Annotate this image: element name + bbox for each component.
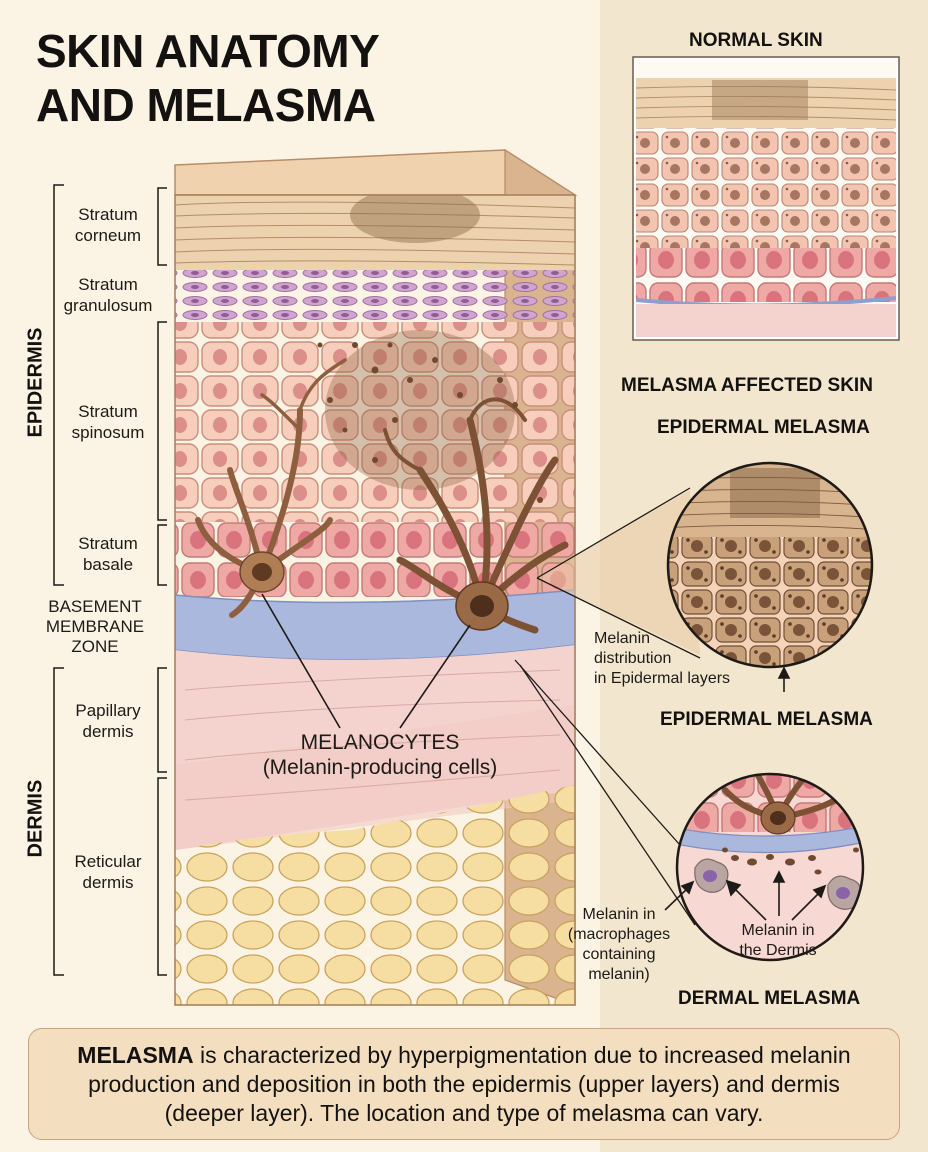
epidermal-melasma-circle bbox=[666, 461, 874, 669]
fat-layer bbox=[175, 785, 575, 1005]
dermal-melasma-caption: DERMAL MELASMA bbox=[678, 988, 861, 1009]
melanocyte-pointer-right bbox=[399, 624, 471, 729]
section-brackets bbox=[53, 184, 167, 976]
summary-bold-term: MELASMA bbox=[77, 1042, 194, 1068]
melanocyte-right bbox=[383, 397, 569, 634]
spinosum-pigment-patch bbox=[325, 330, 515, 490]
annotation-arrows bbox=[664, 666, 827, 921]
macrophage-melanin-note: Melanin in (macrophages containing melan… bbox=[567, 906, 671, 983]
melanocyte-pointer-left bbox=[261, 593, 341, 729]
basement-membrane-label: BASEMENT MEMBRANE ZONE bbox=[45, 597, 145, 656]
melanocytes-label: MELANOCYTES (Melanin-producing cells) bbox=[262, 731, 498, 779]
papillary-dermis-label: Papillary dermis bbox=[75, 701, 141, 741]
epidermal-zoom-line-top bbox=[536, 487, 691, 579]
block-front-outline bbox=[174, 194, 576, 1006]
summary-text: is characterized by hyperpigmentation du… bbox=[88, 1042, 851, 1126]
corneum-lines bbox=[175, 201, 575, 266]
epidermal-melasma-caption: EPIDERMAL MELASMA bbox=[660, 709, 873, 730]
melanocyte-left bbox=[195, 358, 347, 618]
reticular-dermis-label: Reticular dermis bbox=[74, 852, 142, 892]
melasma-affected-skin-title: MELASMA AFFECTED SKIN bbox=[621, 375, 873, 396]
stratum-granulosum-layer bbox=[175, 270, 575, 322]
normal-skin-illustration bbox=[636, 60, 896, 337]
melanin-granules bbox=[317, 342, 543, 503]
dermis-fibers bbox=[184, 669, 561, 801]
dermis-melanin-note: Melanin in the Dermis bbox=[739, 922, 817, 959]
dermal-zoom-line-bottom bbox=[519, 664, 696, 926]
epidermal-zoom-line-bottom bbox=[536, 577, 701, 659]
stratum-corneum-label: Stratum corneum bbox=[74, 205, 142, 245]
stratum-granulosum-label: Stratum granulosum bbox=[63, 275, 153, 315]
epidermal-zoom-cone bbox=[537, 490, 700, 655]
reticular-dermis-layer bbox=[175, 705, 575, 850]
corneum-pigment-patch bbox=[350, 195, 480, 243]
stratum-corneum-layer bbox=[175, 195, 575, 270]
page-title: SKIN ANATOMY AND MELASMA bbox=[36, 24, 380, 132]
epidermis-label: EPIDERMIS bbox=[24, 327, 47, 438]
normal-skin-title: NORMAL SKIN bbox=[689, 30, 823, 51]
skin-layers bbox=[175, 195, 575, 1005]
title-line-1: SKIN ANATOMY bbox=[36, 25, 380, 77]
stratum-basale-label: Stratum basale bbox=[78, 534, 138, 574]
stratum-spinosum-label: Stratum spinosum bbox=[71, 402, 145, 442]
stratum-spinosum-layer bbox=[175, 322, 575, 522]
dermal-melasma-circle bbox=[675, 772, 865, 962]
title-line-2: AND MELASMA bbox=[36, 79, 376, 131]
summary-box: MELASMA is characterized by hyperpigment… bbox=[28, 1028, 900, 1140]
epidermal-melasma-header: EPIDERMAL MELASMA bbox=[657, 417, 870, 438]
dermal-zoom-line-top bbox=[514, 659, 681, 846]
epidermal-melanin-note: Melanin distribution in Epidermal layers bbox=[594, 630, 731, 687]
dermis-label: DERMIS bbox=[24, 779, 47, 858]
